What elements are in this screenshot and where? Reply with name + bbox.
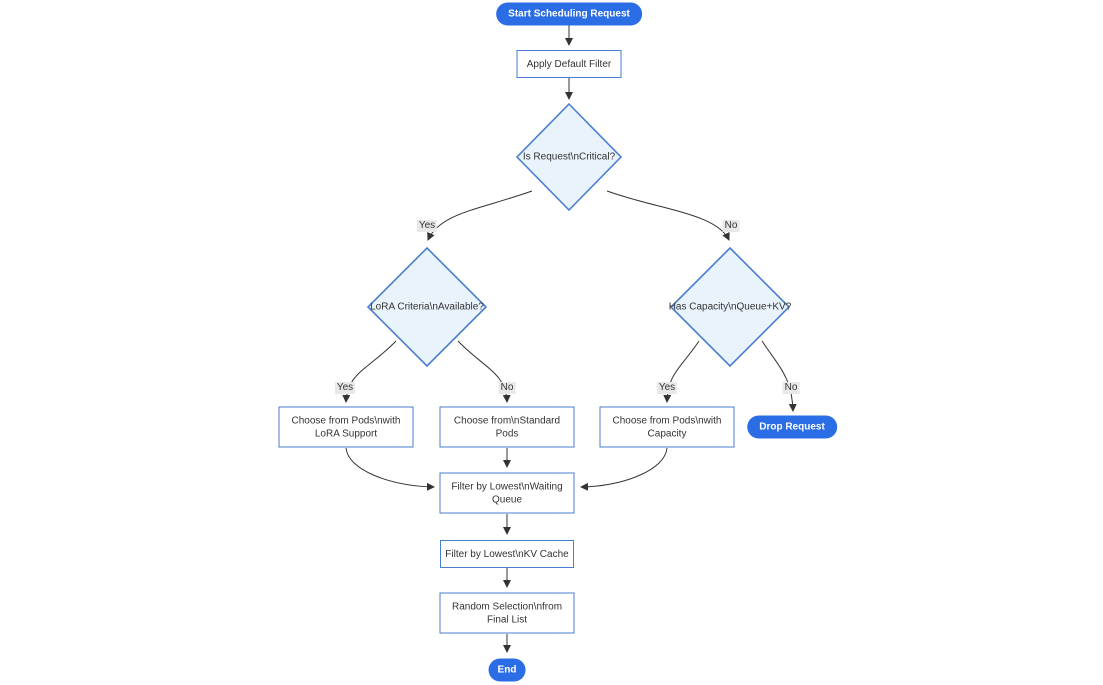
node-end-label: End (497, 664, 517, 676)
node-choose-lora-pods-line2: LoRA Support (314, 428, 378, 439)
node-random-selection-line1: Random Selection\nfrom (451, 601, 563, 612)
node-apply-default-filter-label: Apply Default Filter (526, 58, 612, 70)
node-choose-standard-pods-line2: Pods (495, 428, 519, 439)
node-choose-capacity-pods-line1: Choose from Pods\nwith (612, 415, 722, 426)
node-filter-waiting-queue-line2: Queue (491, 494, 523, 505)
node-is-request-critical-label: Is Request\nCritical? (522, 151, 616, 163)
edge-label-capacity-no: No (782, 382, 800, 394)
node-choose-lora-pods-line1: Choose from Pods\nwith (291, 415, 401, 426)
node-has-capacity-shape (669, 246, 791, 368)
node-drop-request-label: Drop Request (759, 421, 825, 433)
node-apply-default-filter: Apply Default Filter (516, 50, 622, 78)
node-has-capacity-label: Has Capacity\nQueue+KV? (668, 301, 792, 313)
node-choose-capacity-pods-line2: Capacity (647, 428, 687, 439)
node-filter-kv-cache-label: Filter by Lowest\nKV Cache (445, 548, 569, 560)
edge-label-lora-no: No (498, 382, 516, 394)
edge-capacity-yes (663, 340, 700, 403)
node-choose-standard-pods-line1: Choose from\nStandard (453, 415, 561, 426)
node-start-label: Start Scheduling Request (508, 8, 630, 20)
node-lora-criteria-label: LoRA Criteria\nAvailable? (370, 301, 484, 313)
edge-capacity-no (761, 340, 797, 412)
edge-critical-yes (427, 190, 533, 241)
node-filter-waiting-queue: Filter by Lowest\nWaiting Queue (439, 472, 575, 514)
node-lora-criteria-shape (366, 246, 488, 368)
edge-label-lora-yes: Yes (334, 382, 356, 394)
node-choose-capacity-pods: Choose from Pods\nwith Capacity (599, 406, 735, 448)
edge-label-critical-no: No (722, 220, 740, 232)
node-random-selection-line2: Final List (486, 614, 527, 625)
node-drop-request: Drop Request (747, 415, 837, 439)
edge-lora-pods-to-filter (345, 447, 435, 491)
edge-critical-no (606, 190, 730, 241)
node-filter-kv-cache: Filter by Lowest\nKV Cache (440, 540, 574, 568)
node-start: Start Scheduling Request (496, 2, 642, 26)
node-end: End (488, 658, 526, 682)
node-filter-waiting-queue-line1: Filter by Lowest\nWaiting (451, 481, 563, 492)
node-is-request-critical-shape (515, 102, 623, 212)
node-random-selection: Random Selection\nfrom Final List (439, 592, 575, 634)
edge-capacity-pods-to-filter (580, 447, 668, 491)
node-choose-standard-pods: Choose from\nStandard Pods (439, 406, 575, 448)
node-choose-lora-pods: Choose from Pods\nwith LoRA Support (278, 406, 414, 448)
edge-label-capacity-yes: Yes (656, 382, 678, 394)
edge-label-critical-yes: Yes (416, 220, 438, 232)
